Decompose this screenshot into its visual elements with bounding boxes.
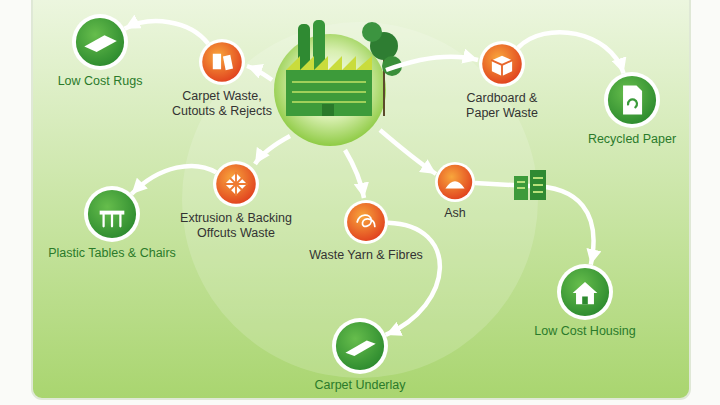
circle-ring	[435, 162, 475, 202]
node-label: Cardboard & Paper Waste	[457, 91, 547, 121]
waste-circle: Extrusion & Backing Offcuts Waste	[213, 161, 259, 207]
factory-roof	[286, 56, 372, 70]
flow-arrow	[518, 32, 624, 73]
icon-shape	[104, 215, 121, 227]
green-panel	[32, 0, 690, 399]
product-circle: Carpet Underlay	[332, 318, 388, 374]
icon-shape	[623, 85, 642, 114]
node-label: Recycled Paper	[588, 132, 676, 147]
product-circle: Low Cost Rugs	[72, 14, 128, 70]
circle-icon	[332, 318, 388, 374]
flow-arrow	[386, 57, 478, 70]
circle-icon	[213, 161, 259, 207]
circle-icon	[72, 14, 128, 70]
factory-door	[322, 104, 334, 116]
icon-shape	[582, 296, 588, 304]
icon-shape	[213, 54, 233, 71]
node-label: Carpet Underlay	[315, 378, 406, 393]
icon-shape	[84, 35, 116, 52]
circle-icon	[435, 162, 475, 202]
flow-arrow	[345, 150, 364, 198]
icon-shape	[445, 181, 464, 188]
circle-icon	[479, 41, 525, 87]
circle-ring	[332, 318, 388, 374]
factory-block	[286, 70, 372, 116]
circle-icon	[604, 72, 660, 128]
circle-icon	[344, 200, 388, 244]
waste-circle: Waste Yarn & Fibres	[344, 200, 388, 244]
node-label: Low Cost Rugs	[58, 74, 143, 89]
circle-ring	[479, 41, 525, 87]
product-circle: Low Cost Housing	[557, 264, 613, 320]
node-label: Waste Yarn & Fibres	[309, 248, 423, 263]
flow-arrow	[247, 66, 272, 80]
icon-shape	[345, 340, 375, 356]
circle-fill	[347, 203, 385, 241]
circle-fill	[608, 76, 656, 124]
circle-ring	[557, 264, 613, 320]
circle-ring	[213, 161, 259, 207]
circle-fill	[202, 42, 242, 82]
icon-shape	[628, 99, 637, 107]
circle-ring	[84, 186, 140, 242]
circle-ring	[199, 39, 245, 85]
flow-arrow	[132, 166, 217, 194]
icon-shape	[573, 282, 598, 304]
waste-circle: Cardboard & Paper Waste	[479, 41, 525, 87]
product-circle: Recycled Paper	[604, 72, 660, 128]
product-circle: Plastic Tables & Chairs	[84, 186, 140, 242]
flow-arrow	[380, 130, 436, 174]
icon-shape	[357, 215, 375, 226]
circle-icon	[557, 264, 613, 320]
factory-illustration	[274, 20, 402, 146]
node-label: Carpet Waste, Cutouts & Rejects	[166, 89, 278, 119]
circle-fill	[438, 165, 472, 199]
light-disc	[182, 22, 538, 378]
circle-fill	[216, 164, 256, 204]
node-label: Low Cost Housing	[534, 324, 635, 339]
circle-ring	[72, 14, 128, 70]
icon-shape	[225, 173, 247, 195]
icon-shape	[492, 56, 512, 76]
waste-circle: Carpet Waste, Cutouts & Rejects	[199, 39, 245, 85]
node-label: Ash	[444, 206, 466, 221]
plant-windows	[517, 178, 543, 192]
circle-fill	[482, 44, 522, 84]
circle-fill	[76, 18, 124, 66]
flow-arrow	[386, 223, 440, 335]
icon-shape	[492, 60, 512, 76]
circle-fill	[561, 268, 609, 316]
factory-windows	[292, 82, 366, 102]
node-label: Plastic Tables & Chairs	[48, 246, 176, 261]
circle-ring	[604, 72, 660, 128]
flow-arrow	[125, 21, 209, 44]
flow-arrow	[255, 136, 290, 164]
circle-fill	[88, 190, 136, 238]
circle-fill	[336, 322, 384, 370]
node-label: Extrusion & Backing Offcuts Waste	[174, 211, 299, 241]
waste-circle: Ash	[435, 162, 475, 202]
circle-ring	[344, 200, 388, 244]
circle-icon	[84, 186, 140, 242]
icon-shape	[225, 173, 247, 195]
circle-icon	[199, 39, 245, 85]
tree-crown	[362, 22, 382, 42]
factory-disc	[274, 34, 386, 146]
